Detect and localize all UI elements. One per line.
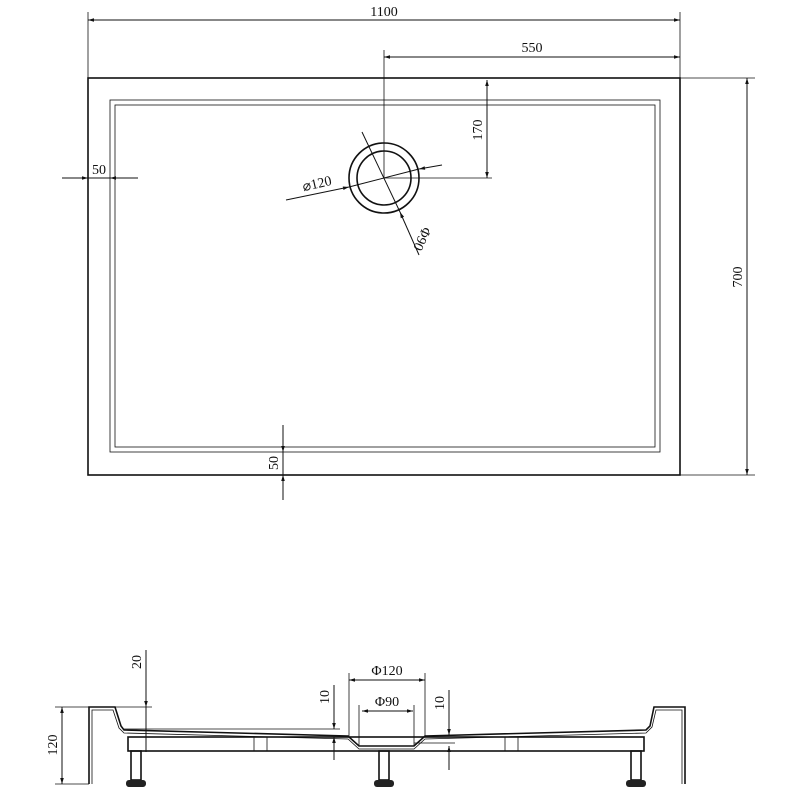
half-width-label: 550 (522, 41, 543, 56)
support-leg (626, 750, 646, 787)
support-leg (126, 750, 146, 787)
side-height-label: 120 (46, 735, 61, 756)
rim-height-label: 20 (130, 655, 145, 669)
top-view: 1100 550 170 700 50 50 ⌀120 Φ90 (62, 5, 755, 500)
support-leg (374, 750, 394, 787)
height-label: 700 (731, 267, 746, 288)
drain-outer-label: ⌀120 (301, 174, 333, 195)
drain-offset-label: 170 (471, 120, 486, 141)
rim-bottom-label: 50 (267, 456, 282, 470)
drain-outer-leader (285, 186, 350, 201)
tray-profile (88, 706, 686, 784)
rim-left-label: 50 (92, 163, 106, 178)
tray-inner-basin (114, 104, 656, 448)
depth-right-label: 10 (433, 696, 448, 710)
drain-inner-leader (399, 211, 420, 256)
side-drain-outer-label: Φ120 (371, 664, 402, 679)
side-view: 120 20 Φ120 Φ90 10 10 (46, 650, 686, 787)
tray-inner-rim (109, 99, 661, 453)
side-drain-inner-label: Φ90 (375, 695, 399, 710)
depth-left-label: 10 (318, 690, 333, 704)
drain-inner-label: Φ90 (409, 224, 433, 252)
width-label: 1100 (370, 5, 397, 20)
